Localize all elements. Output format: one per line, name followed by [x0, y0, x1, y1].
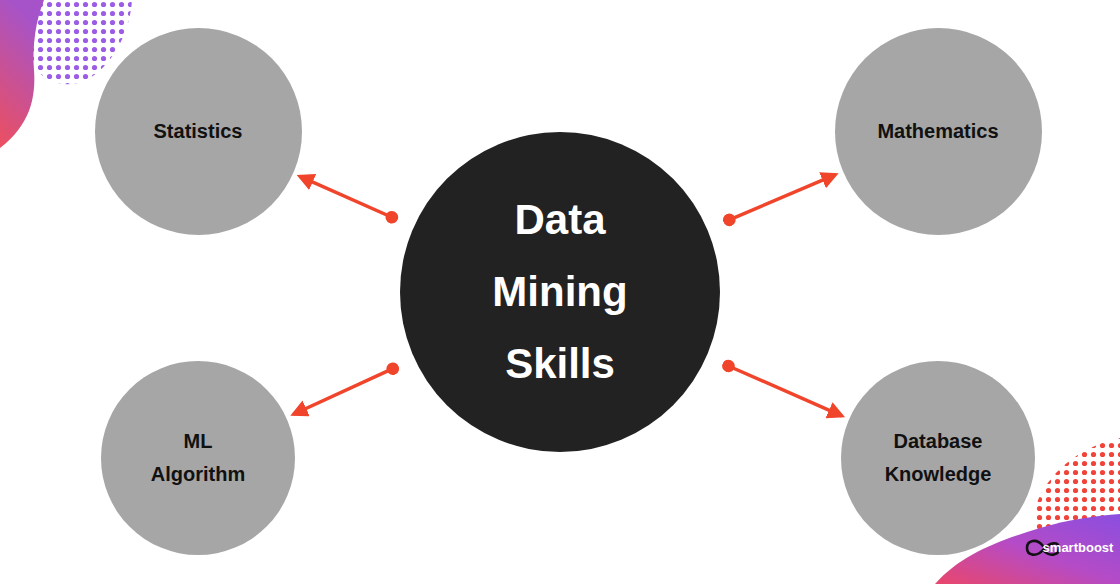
brand-wordmark: smartboost — [1043, 540, 1114, 555]
skill-circle: Mathematics — [835, 28, 1042, 235]
hub-title: Data Mining Skills — [475, 184, 645, 400]
skill-circle: Database Knowledge — [841, 361, 1035, 555]
circle-fill — [400, 132, 720, 452]
arrow-connector — [300, 176, 392, 217]
skill-circle: Statistics — [95, 28, 302, 235]
circle-outline — [841, 361, 1035, 555]
arrow-connector — [293, 369, 392, 415]
circle-fill — [95, 28, 302, 235]
skill-name: Mathematics — [848, 115, 1028, 148]
circle-outline — [101, 361, 295, 555]
circle-fill — [841, 361, 1035, 555]
skill-name: Database Knowledge — [878, 425, 998, 491]
skill-circle: ML Algorithm — [101, 361, 295, 555]
hub-circle: Data Mining Skills — [400, 132, 720, 452]
circle-fill — [101, 361, 295, 555]
arrow-connector — [728, 366, 841, 416]
skill-name: ML Algorithm — [142, 425, 254, 491]
corner-blob — [0, 0, 44, 148]
circle-fill — [835, 28, 1042, 235]
skill-name: Statistics — [108, 115, 288, 148]
arrow-connector — [729, 175, 835, 220]
